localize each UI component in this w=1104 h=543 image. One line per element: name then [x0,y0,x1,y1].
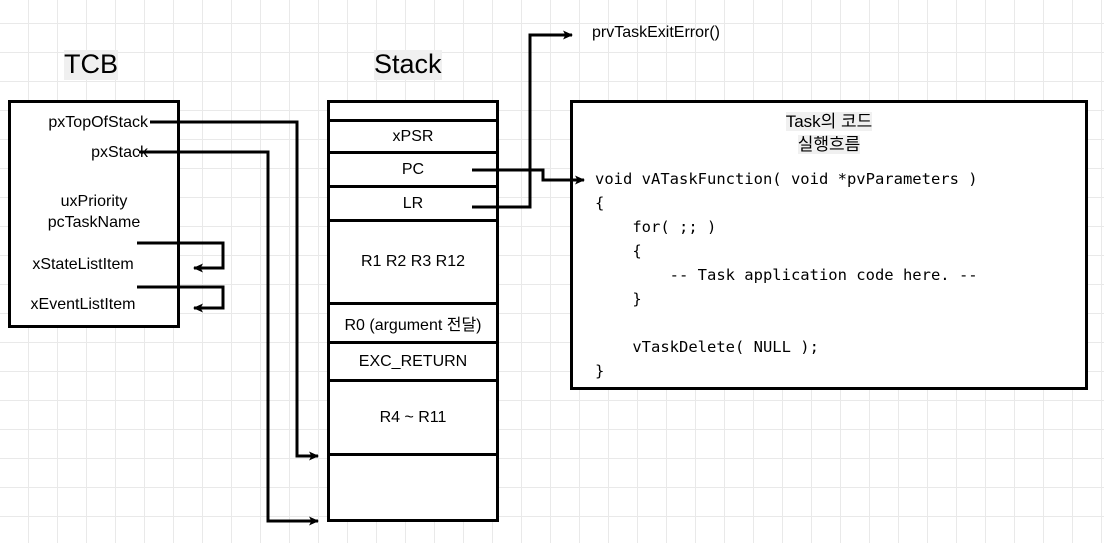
task-code-box: Task의 코드 실행흐름 void vATaskFunction( void … [570,100,1088,390]
task-code-title: Task의 코드 실행흐름 [573,111,1085,157]
tcb-field-xstatelistitem: xStateListItem [32,256,134,273]
stack-row: R0 (argument 전달) [327,305,499,344]
tcb-field-uxpriority: uxPriority [60,193,128,210]
stack-row: PC [327,154,499,188]
stack-row [327,100,499,122]
tcb-field-pctaskname: pcTaskName [47,214,141,231]
stack-row: EXC_RETURN [327,344,499,382]
task-code-title-line2: 실행흐름 [797,134,861,154]
prv-task-exit-error-label: prvTaskExitError() [592,24,721,41]
tcb-field-xeventlistitem: xEventListItem [30,296,136,313]
task-code-listing: void vATaskFunction( void *pvParameters … [595,170,978,380]
stack-row: R1 R2 R3 R12 [327,222,499,305]
stack-box [327,100,499,522]
stack-title: Stack [374,49,442,80]
stack-row [327,456,499,522]
tcb-title: TCB [64,49,118,80]
task-code-title-line1: Task의 코드 [785,112,873,131]
tcb-field-pxstack: pxStack [91,144,148,161]
tcb-field-pxtopofstack: pxTopOfStack [48,114,148,131]
stack-row: xPSR [327,122,499,154]
stack-row: LR [327,188,499,222]
stack-row: R4 ~ R11 [327,382,499,456]
